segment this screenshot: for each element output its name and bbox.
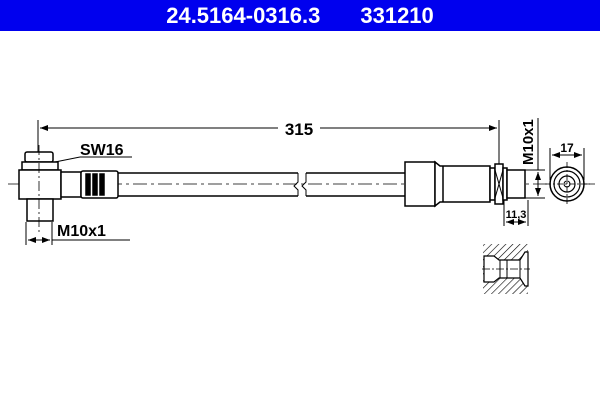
hose xyxy=(118,172,405,197)
end-view-label: 17 xyxy=(560,141,574,155)
length-dimension: 315 xyxy=(37,120,500,180)
fitting-length-dimension: 11,3 xyxy=(503,200,529,226)
wrench-size-label: SW16 xyxy=(80,142,124,159)
title-bar: 24.5164-0316.3 331210 xyxy=(0,0,600,31)
port-section-view xyxy=(482,244,530,294)
right-thread-dimension: M10x1 xyxy=(520,118,545,199)
crimp-sleeve-left xyxy=(80,170,119,199)
reference-number: 331210 xyxy=(360,2,434,28)
left-banjo-fitting xyxy=(18,145,82,232)
length-label: 315 xyxy=(285,120,313,139)
right-fitting xyxy=(404,160,526,208)
end-view xyxy=(545,148,590,206)
part-number: 24.5164-0316.3 xyxy=(166,2,321,28)
fitting-length-label: 11,3 xyxy=(506,209,527,221)
left-thread-label: M10x1 xyxy=(57,223,106,240)
right-thread-label: M10x1 xyxy=(520,119,537,165)
left-thread-dimension: M10x1 xyxy=(25,222,130,245)
